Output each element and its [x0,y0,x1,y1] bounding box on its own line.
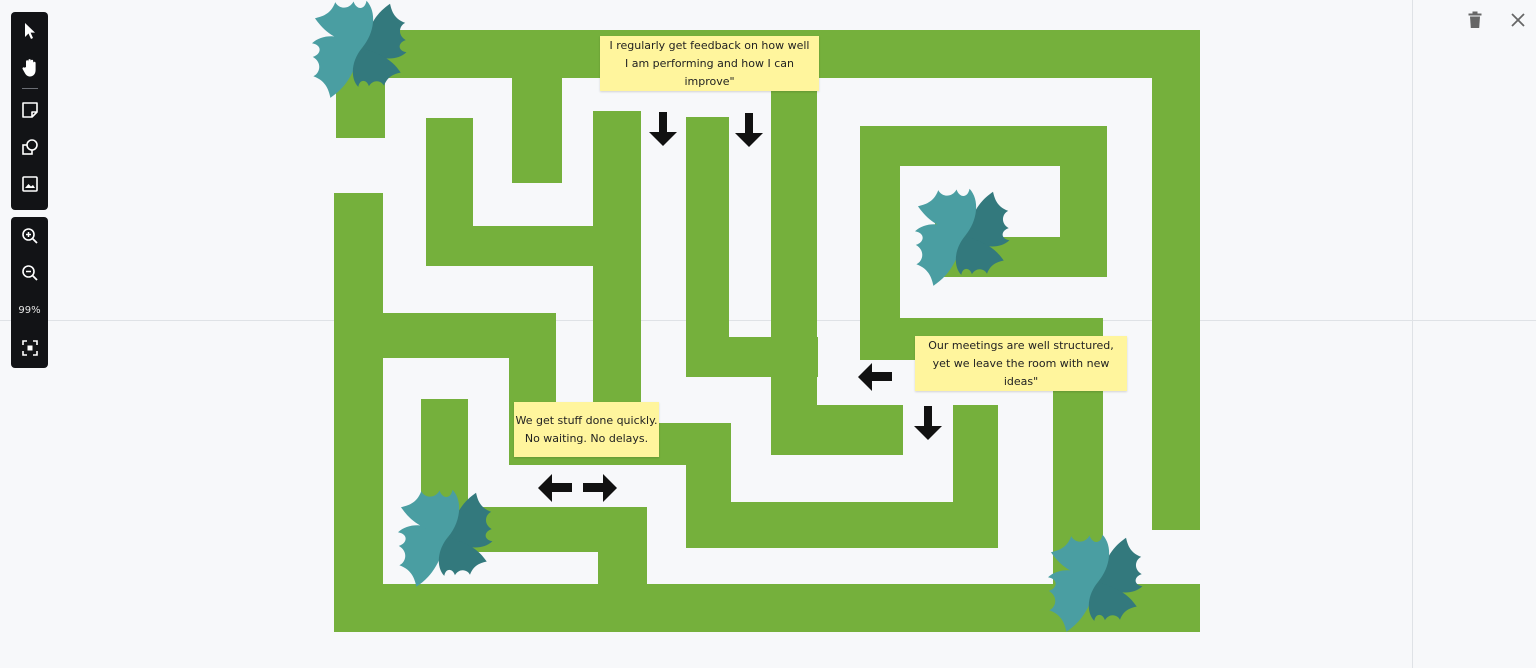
fit-to-screen-button[interactable] [11,329,48,366]
zoom-out-button[interactable] [11,254,48,291]
note-line: I am performing and how I can improve" [624,56,794,88]
leaf-icon [438,537,487,576]
leaf-icon [362,3,407,59]
shapes-tool-button[interactable] [11,128,48,165]
sticky-note-feedback[interactable]: I regularly get feedback on how well I a… [600,36,819,91]
sticky-note-speed[interactable]: We get stuff done quickly. No waiting. N… [514,402,659,457]
shapes-icon [21,138,38,155]
zoom-level: 99% [18,304,41,316]
toolbar-separator [21,88,38,89]
arrow-down-icon [735,113,763,147]
panel-divider [1412,0,1413,668]
leaf-icon [1050,534,1110,582]
canvas-guide-horizontal [0,320,1536,321]
cursor-arrow-icon [24,22,35,39]
note-line: We get stuff done quickly. [515,413,658,427]
delete-button[interactable] [1463,8,1487,32]
sticky-note-tool-button[interactable] [11,91,48,128]
hand-tool-button[interactable] [11,49,48,86]
note-line: I regularly get feedback on how well [609,38,810,52]
arrow-left-icon [538,474,572,502]
note-line: No waiting. No delays. [524,431,649,445]
fit-to-screen-icon [21,339,38,356]
leaf-icon [965,191,1010,247]
image-icon [21,175,38,192]
leaf-icon [448,492,493,548]
leaf-icon [915,224,965,286]
leaf-icon [312,36,362,98]
note-line: Our meetings are well structured, [928,338,1114,352]
leaf-icon [1088,582,1137,621]
sticky-note-icon [21,101,38,118]
leaf-icon [352,48,401,87]
arrow-down-icon [914,406,942,440]
leaf-icon [917,188,977,236]
arrow-right-icon [583,474,617,502]
leaf-icon [314,0,374,48]
zoom-toolbar: 99% [11,217,48,368]
arrow-left-icon [858,363,892,391]
monstera-leaf-decorations [312,0,1143,632]
image-tool-button[interactable] [11,165,48,202]
note-line: yet we leave the room with new ideas" [932,356,1110,388]
trash-icon [1468,11,1482,28]
leaf-icon [400,489,460,537]
sticky-note-meetings[interactable]: Our meetings are well structured, yet we… [915,336,1127,391]
direction-arrows [538,112,942,502]
zoom-in-button[interactable] [11,217,48,254]
arrow-down-icon [649,112,677,146]
select-tool-button[interactable] [11,12,48,49]
leaf-icon [1098,537,1143,593]
hand-icon [21,58,36,76]
leaf-icon [1048,570,1098,632]
zoom-out-icon [21,264,38,281]
close-icon [1511,13,1525,27]
leaf-icon [955,236,1004,275]
leaf-icon [398,525,448,587]
tools-toolbar [11,12,48,210]
zoom-in-icon [21,227,38,244]
close-button[interactable] [1506,8,1530,32]
